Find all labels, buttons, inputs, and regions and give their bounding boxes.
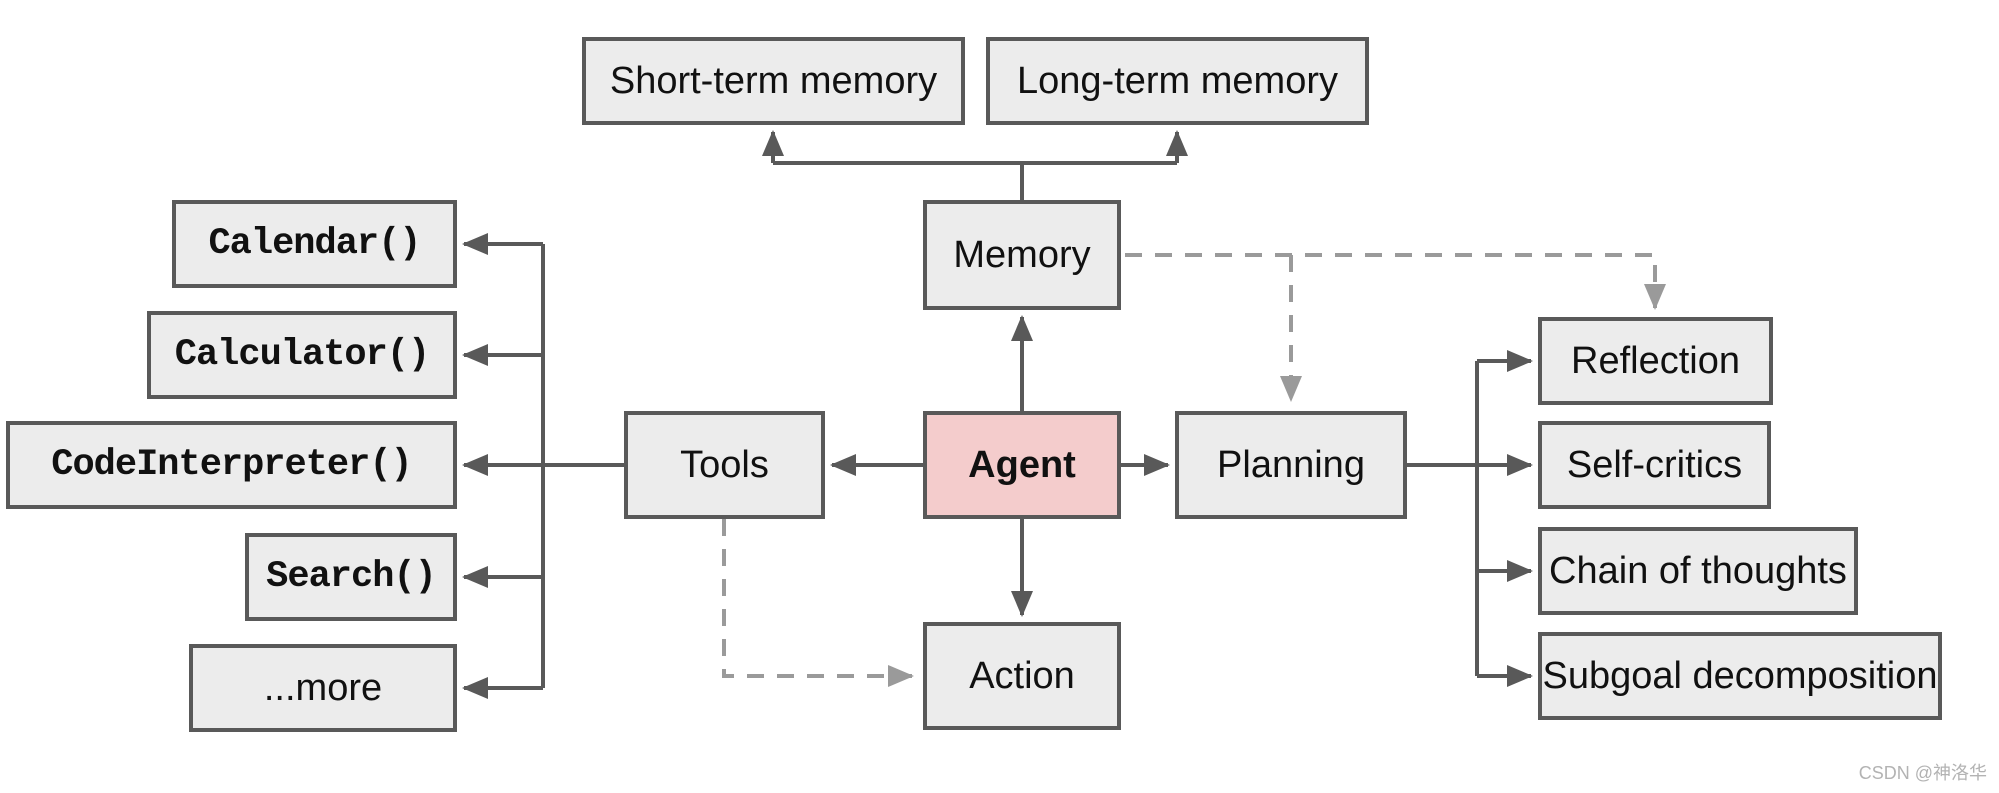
node-more: ...more — [189, 644, 457, 732]
node-planning: Planning — [1175, 411, 1407, 519]
edge-tools-to-action-dashed — [722, 519, 914, 687]
node-reflection: Reflection — [1538, 317, 1773, 405]
node-short-term-memory: Short-term memory — [582, 37, 965, 125]
edge-memory-to-reflection-dashed — [1125, 253, 1666, 310]
node-memory: Memory — [923, 200, 1121, 310]
node-self-critics: Self-critics — [1538, 421, 1771, 509]
node-long-term-memory: Long-term memory — [986, 37, 1369, 125]
watermark-text: CSDN @神洛华 — [1858, 763, 1987, 783]
solid-connectors — [462, 130, 1533, 699]
node-code-interpreter: CodeInterpreter() — [6, 421, 457, 509]
node-agent: Agent — [923, 411, 1121, 519]
node-tools: Tools — [624, 411, 825, 519]
node-calculator: Calculator() — [147, 311, 457, 399]
node-chain-of-thoughts: Chain of thoughts — [1538, 527, 1858, 615]
node-calendar: Calendar() — [172, 200, 457, 288]
node-search: Search() — [245, 533, 457, 621]
node-subgoal-decomposition: Subgoal decomposition — [1538, 632, 1942, 720]
node-action: Action — [923, 622, 1121, 730]
dashed-connectors — [722, 253, 1666, 687]
